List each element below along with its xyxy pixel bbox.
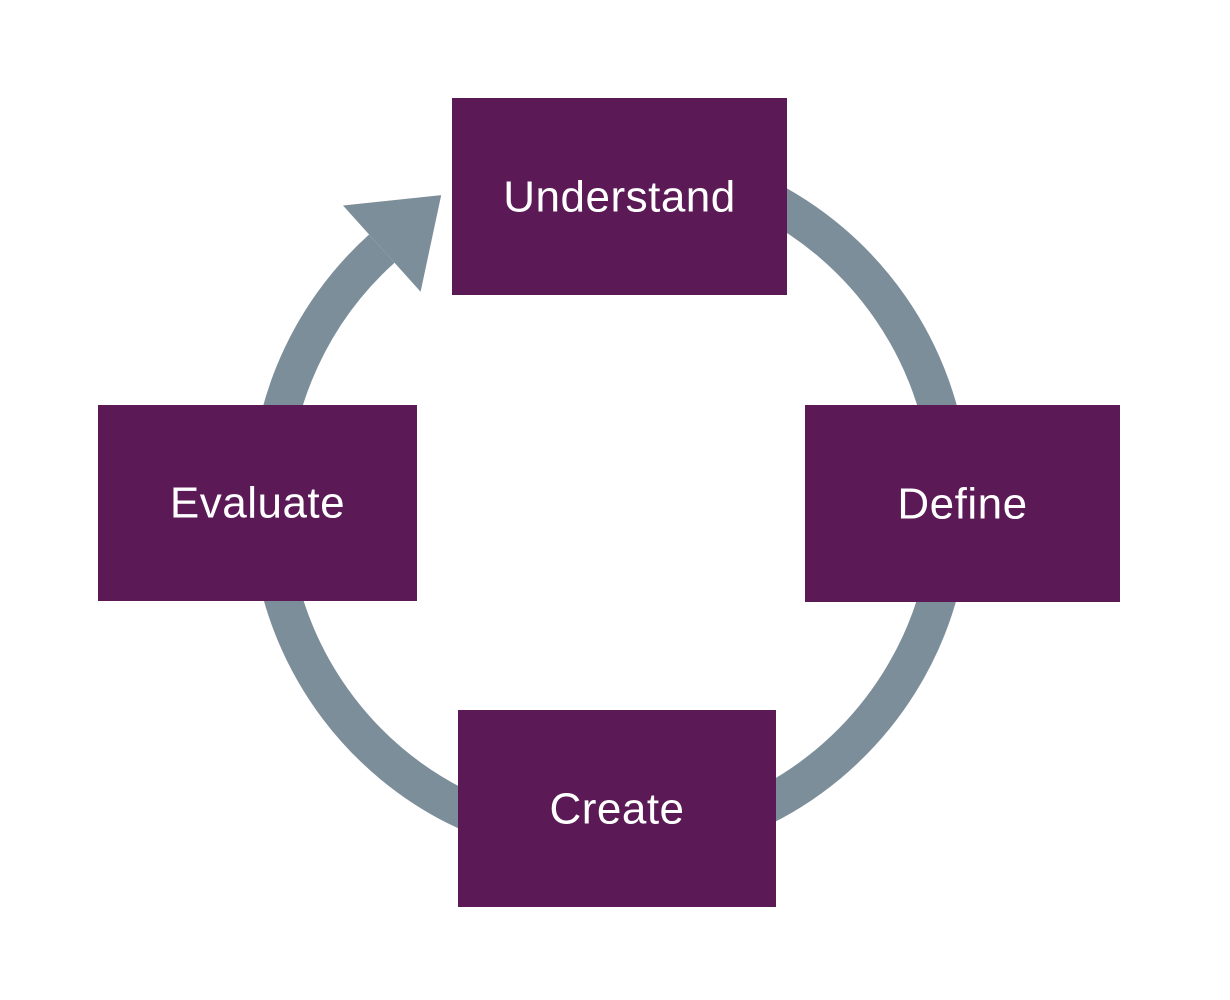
cycle-arrowhead-icon [343, 195, 442, 292]
step-rect-understand [452, 98, 787, 295]
step-box-create: Create [458, 710, 776, 907]
step-box-evaluate: Evaluate [98, 405, 417, 601]
step-label-create: Create [549, 785, 684, 834]
step-label-understand: Understand [503, 173, 735, 222]
step-label-evaluate: Evaluate [170, 479, 345, 528]
step-rect-evaluate [98, 405, 417, 601]
step-box-understand: Understand [452, 98, 787, 295]
step-rect-create [458, 710, 776, 907]
step-box-define: Define [805, 405, 1120, 602]
step-label-define: Define [897, 480, 1027, 529]
step-rect-define [805, 405, 1120, 602]
